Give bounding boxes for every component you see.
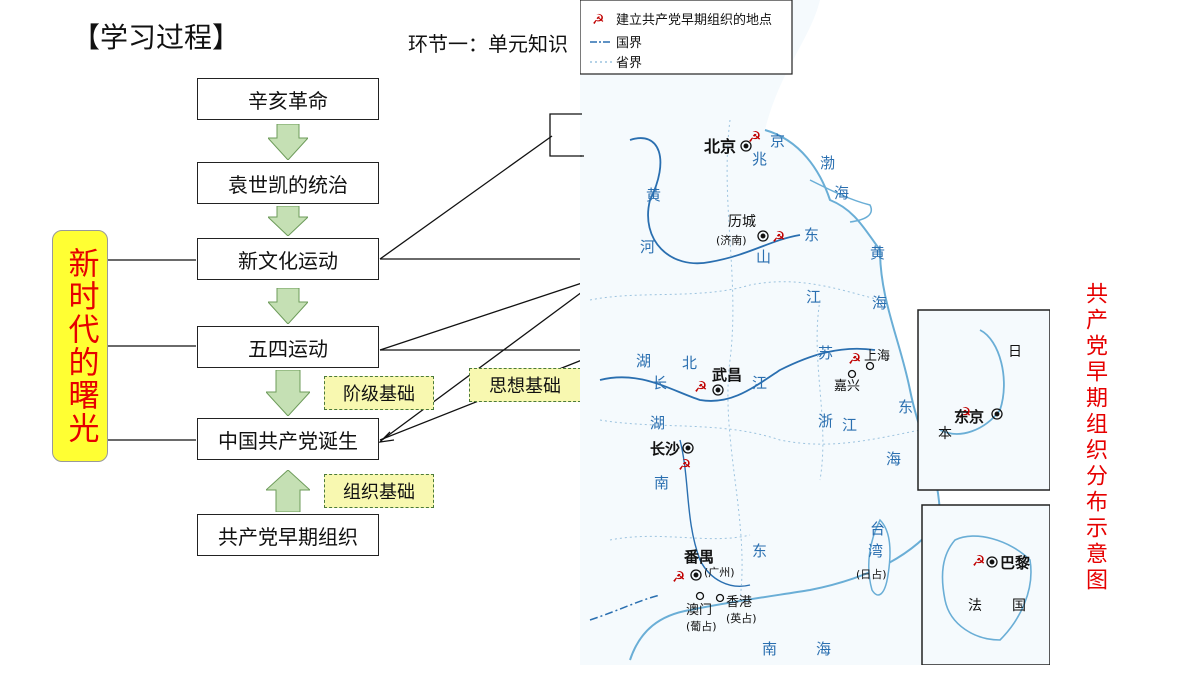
down-arrow-icon (268, 206, 308, 236)
region-label: 湾 (868, 542, 883, 560)
tag-class-basis: 阶级基础 (324, 376, 434, 410)
city-panyu: 番禺 (683, 548, 714, 566)
region-label: 兆 (752, 150, 767, 168)
region-label: 本 (938, 426, 952, 442)
city-jinan: (济南) (716, 233, 747, 247)
flow-box-cpc-founding: 中国共产党诞生 (197, 418, 379, 460)
down-arrow-icon (266, 370, 310, 416)
party-site-icon: ☭ (972, 552, 985, 570)
region-label: 河 (640, 238, 655, 256)
flow-box-yuan-shikai: 袁世凯的统治 (197, 162, 379, 204)
flow-box-new-culture: 新文化运动 (197, 238, 379, 280)
tag-org-basis: 组织基础 (324, 474, 434, 508)
legend-national-border: 国界 (616, 36, 642, 51)
region-label: 浙 (818, 412, 833, 430)
region-label: 渤 (820, 154, 835, 172)
party-site-icon: ☭ (958, 404, 971, 422)
region-label: 海 (834, 184, 849, 202)
flow-box-xinhai: 辛亥革命 (197, 78, 379, 120)
region-label: 黄 (646, 186, 661, 204)
region-label: 法 (968, 598, 982, 614)
city-jiaxing: 嘉兴 (834, 379, 860, 394)
side-label-dawn: 新时代的曙光 (52, 230, 108, 462)
city-shanghai: 上海 (864, 349, 890, 364)
flow-box-may-fourth: 五四运动 (197, 326, 379, 368)
party-site-icon: ☭ (672, 568, 685, 586)
stage-label: 环节一：单元知识 (408, 32, 568, 56)
up-arrow-icon (266, 470, 310, 512)
flow-box-early-groups: 共产党早期组织 (197, 514, 379, 556)
city-hongkong-note: (英占) (726, 611, 757, 625)
city-macau-note: (葡占) (686, 619, 717, 633)
region-label: 长 (652, 374, 667, 392)
legend-party-sites: 建立共产党早期组织的地点 (616, 12, 772, 28)
taiwan-note: (日占) (856, 567, 887, 581)
city-hongkong: 香港 (726, 595, 752, 610)
party-site-icon: ☭ (678, 456, 691, 474)
region-label: 东 (898, 398, 913, 416)
city-tokyo: 东京 (954, 408, 984, 426)
region-label: 黄 (870, 244, 885, 262)
region-label: 湖 (636, 352, 651, 370)
city-beijing: 北京 (704, 137, 736, 156)
region-label: 京 (770, 132, 785, 150)
region-label: 山 (756, 248, 771, 266)
party-site-icon: ☭ (848, 350, 861, 368)
down-arrow-icon (268, 288, 308, 324)
party-map: ☭ 建立共产党早期组织的地点 国界 省界 京 兆 黄 河 渤 海 山 东 黄 海… (580, 0, 1050, 665)
map-bracket (549, 113, 582, 157)
city-licheng: 历城 (728, 214, 756, 230)
page-title: 【学习过程】 (72, 21, 241, 54)
city-changsha: 长沙 (650, 440, 680, 458)
region-label: 湖 (650, 414, 665, 432)
region-label: 日 (1008, 344, 1022, 360)
city-wuchang: 武昌 (712, 366, 742, 384)
down-arrow-icon (268, 124, 308, 160)
region-label: 海 (816, 640, 831, 658)
region-label: 北 (682, 354, 697, 372)
party-site-icon: ☭ (694, 378, 707, 396)
party-site-icon: ☭ (772, 228, 785, 246)
svg-text:☭: ☭ (592, 12, 605, 28)
party-site-icon: ☭ (748, 128, 761, 146)
region-label: 苏 (818, 344, 833, 362)
region-label: 海 (886, 450, 901, 468)
region-label: 江 (752, 374, 767, 392)
region-label: 江 (806, 288, 821, 306)
region-label: 江 (842, 416, 857, 434)
map-caption: 共产党早期组织分布示意图 (1082, 282, 1107, 594)
city-guangzhou: (广州) (704, 566, 735, 579)
region-label: 南 (654, 474, 669, 492)
region-label: 东 (752, 542, 767, 560)
region-label: 台 (870, 520, 885, 538)
side-label-text: 新时代的曙光 (62, 247, 99, 445)
city-paris: 巴黎 (1000, 554, 1030, 572)
tag-idea-basis: 思想基础 (469, 368, 581, 402)
region-label: 东 (804, 226, 819, 244)
city-macau: 澳门 (686, 602, 712, 618)
region-label: 海 (872, 294, 887, 312)
legend-provincial-border: 省界 (616, 56, 642, 71)
region-label: 南 (762, 640, 777, 658)
region-label: 国 (1012, 598, 1026, 614)
